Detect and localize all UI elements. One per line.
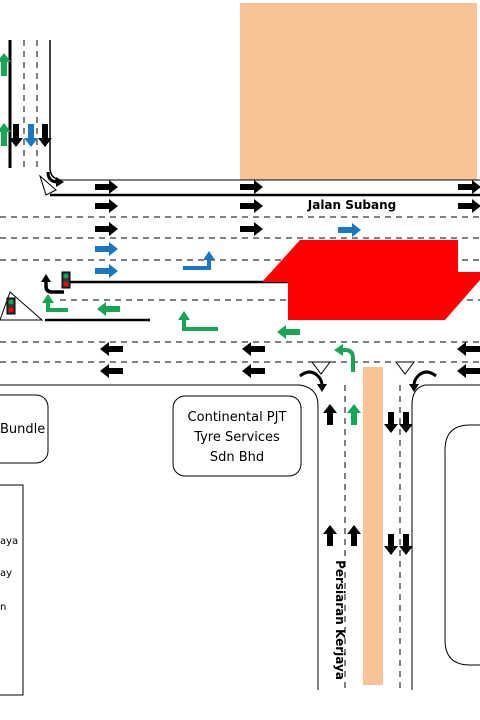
- legend-box: [0, 484, 24, 696]
- u-turn-arrow-icon: [317, 384, 327, 392]
- north-road-lines: [8, 40, 61, 181]
- main-road-lines: [0, 179, 480, 386]
- right-block: [444, 424, 480, 666]
- turn-arrow-icon: [203, 251, 215, 260]
- median-strip: [363, 367, 383, 685]
- yield-sign-icon: [0, 291, 44, 321]
- straight-arrow-icon: [97, 302, 300, 339]
- u-turn-arrow-icon: [41, 274, 51, 282]
- legend-text-1: aya: [0, 536, 18, 547]
- yield-sign-icon: [38, 174, 57, 196]
- straight-arrow-icon: [100, 342, 480, 378]
- traffic-light-icon: [61, 271, 71, 289]
- traffic-light-icon: [6, 297, 16, 315]
- straight-arrow-icon: [95, 180, 480, 236]
- u-turn-arrow-icon: [412, 370, 437, 387]
- side-road-label: Persiaran Kerjaya: [333, 560, 347, 680]
- straight-arrow-icon: [323, 404, 413, 555]
- u-turn-arrow-icon: [56, 177, 64, 187]
- straight-arrow-icon: [95, 223, 361, 278]
- center-place-line-1: Continental PJT: [188, 410, 287, 425]
- center-place-line-3: Sdn Bhd: [210, 450, 264, 465]
- legend-text-3: n: [0, 602, 6, 613]
- turn-arrow-icon: [183, 258, 211, 270]
- turn-arrow-icon: [42, 294, 54, 303]
- construction-zone: [262, 240, 480, 320]
- side-road-lines: [299, 384, 426, 690]
- building-block: [240, 3, 477, 180]
- yield-sign-icon: [395, 361, 415, 375]
- straight-arrow-icon: [0, 53, 52, 147]
- u-turn-arrow-icon: [44, 280, 64, 294]
- turn-arrow-icon: [178, 311, 190, 320]
- turn-arrow-icon: [46, 302, 218, 331]
- u-turn-arrow-icon: [299, 370, 324, 387]
- left-place-label: Bundle: [0, 422, 45, 437]
- legend-text-2: ay: [0, 568, 12, 579]
- center-place-box: [172, 395, 302, 477]
- u-turn-arrow-icon: [409, 384, 419, 392]
- main-road-label: Jalan Subang: [307, 198, 397, 212]
- turn-arrow-icon: [341, 348, 355, 372]
- turn-arrow-icon: [334, 344, 343, 356]
- yield-sign-icon: [311, 361, 331, 375]
- center-place-line-2: Tyre Services: [193, 430, 280, 445]
- left-place-box: [0, 394, 49, 464]
